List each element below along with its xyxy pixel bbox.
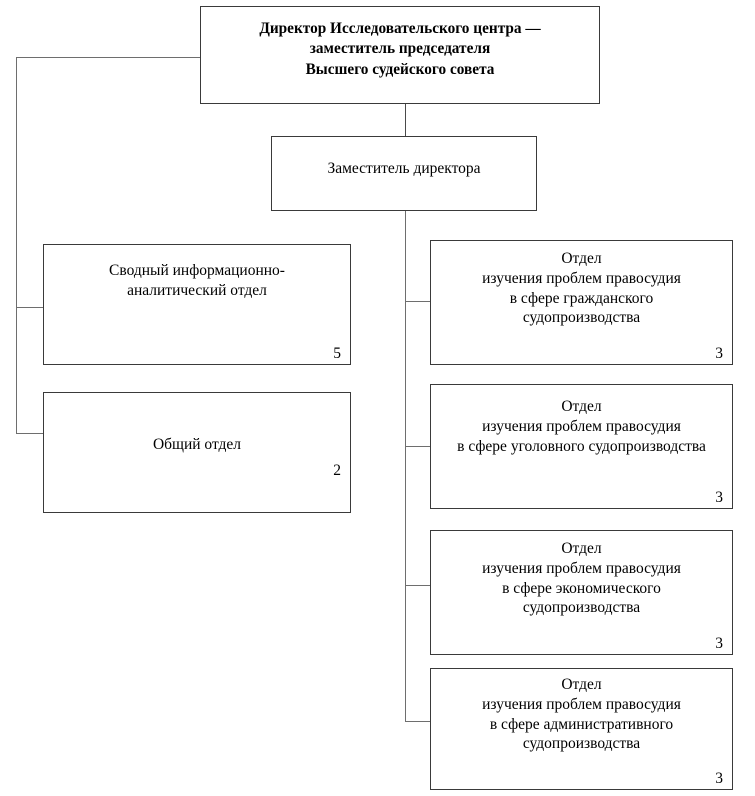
connector-root-to-deputy: [405, 104, 407, 137]
node-economic-justice-department-label: Отдел изучения проблем правосудия в сфер…: [482, 540, 681, 617]
connector-right-branch-1: [405, 301, 431, 303]
node-economic-justice-department-count: 3: [715, 634, 723, 652]
node-criminal-justice-department-count: 3: [715, 488, 723, 506]
node-criminal-justice-department[interactable]: Отдел изучения проблем правосудия в сфер…: [430, 384, 733, 509]
connector-root-left-stub: [16, 57, 201, 59]
connector-right-branch-4: [405, 721, 431, 723]
node-economic-justice-department[interactable]: Отдел изучения проблем правосудия в сфер…: [430, 530, 733, 655]
node-civil-justice-department-count: 3: [715, 344, 723, 362]
connector-left-branch-1: [16, 307, 44, 309]
connector-left-spine: [16, 57, 18, 434]
node-deputy-director[interactable]: Заместитель директора: [271, 136, 537, 211]
node-criminal-justice-department-label: Отдел изучения проблем правосудия в сфер…: [457, 398, 706, 455]
node-administrative-justice-department-count: 3: [715, 769, 723, 787]
connector-right-branch-3: [405, 585, 431, 587]
node-general-department-count: 2: [333, 461, 341, 479]
node-civil-justice-department[interactable]: Отдел изучения проблем правосудия в сфер…: [430, 240, 733, 365]
connector-right-spine: [405, 211, 407, 722]
node-director[interactable]: Директор Исследовательского центра — зам…: [200, 6, 600, 104]
node-summary-analytical-department[interactable]: Сводный информационно- аналитический отд…: [43, 244, 351, 365]
node-administrative-justice-department-label: Отдел изучения проблем правосудия в сфер…: [482, 676, 681, 753]
node-deputy-director-label: Заместитель директора: [327, 160, 481, 177]
node-civil-justice-department-label: Отдел изучения проблем правосудия в сфер…: [482, 250, 681, 327]
node-administrative-justice-department[interactable]: Отдел изучения проблем правосудия в сфер…: [430, 668, 733, 790]
node-general-department-label: Общий отдел: [152, 436, 242, 453]
node-summary-analytical-department-count: 5: [333, 344, 341, 362]
node-summary-analytical-department-label: Сводный информационно- аналитический отд…: [109, 262, 285, 299]
connector-left-branch-2: [16, 433, 44, 435]
node-director-label: Директор Исследовательского центра — зам…: [259, 20, 541, 78]
node-general-department[interactable]: Общий отдел 2: [43, 392, 351, 513]
connector-right-branch-2: [405, 446, 431, 448]
